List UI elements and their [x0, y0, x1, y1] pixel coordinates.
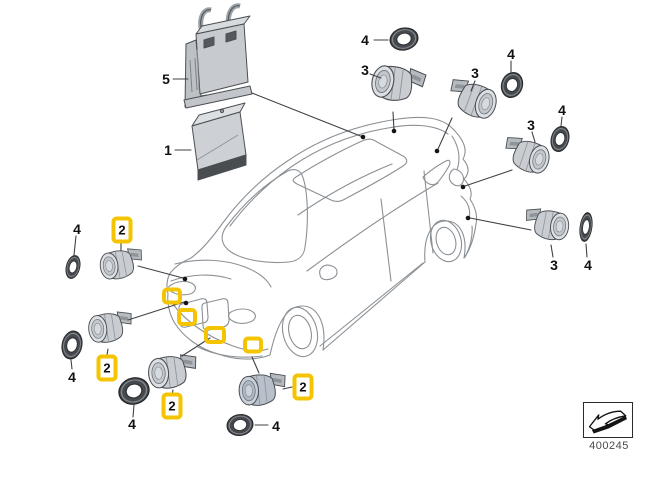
callout-1-control-unit[interactable]: 1	[164, 142, 172, 158]
pdc-sensor-front-center	[147, 353, 198, 390]
pdc-sensor-front-left-lower	[87, 310, 134, 344]
sealing-ring-rear-mid	[547, 123, 573, 155]
pdc-sensor-rear-upper	[444, 76, 501, 122]
marker-dots	[182, 128, 471, 306]
bumper-slot-2[interactable]	[177, 308, 197, 326]
callout-4-ring-rear-upper[interactable]: 4	[507, 46, 515, 62]
bumper-slot-1[interactable]	[162, 287, 182, 305]
callout-5-holder[interactable]: 5	[162, 71, 170, 87]
callout-4-ring-rear-top[interactable]: 4	[361, 32, 369, 48]
callout-3-sensor-rear-top[interactable]: 3	[361, 62, 369, 78]
callout-4-ring-front-left-lower[interactable]: 4	[68, 369, 76, 385]
pdc-sensor-front-left-upper	[98, 246, 145, 281]
bumper-slot-3[interactable]	[204, 326, 226, 344]
direction-arrow-icon	[583, 402, 633, 438]
sealing-ring-rear-upper	[497, 69, 527, 101]
callout-4-ring-rear-mid[interactable]: 4	[558, 102, 566, 118]
callout-3-sensor-rear-mid[interactable]: 3	[527, 117, 535, 133]
pdc-sensor-rear-top	[368, 60, 428, 107]
callout-4-ring-front-left-upper[interactable]: 4	[73, 221, 81, 237]
pdc-sensor-front-right	[238, 372, 287, 407]
callout-4-ring-rear-lower[interactable]: 4	[584, 257, 592, 273]
sealing-ring-front-right	[224, 411, 256, 439]
sealing-ring-rear-lower	[577, 211, 595, 243]
part-5-holder-bracket	[183, 3, 253, 109]
pdc-sensor-rear-mid	[500, 134, 553, 177]
part-1-control-unit	[191, 102, 247, 181]
pdc-sensor-rear-lower	[523, 206, 571, 242]
callout-2-sensor-front-center[interactable]: 2	[161, 392, 183, 420]
sealing-ring-front-left-upper	[63, 253, 83, 281]
callout-3-sensor-rear-upper[interactable]: 3	[471, 65, 479, 81]
sealing-ring-front-left-lower	[58, 328, 86, 362]
sealing-ring-front-center	[114, 373, 154, 409]
callout-2-sensor-front-left-lower[interactable]: 2	[96, 354, 118, 382]
bumper-slot-4[interactable]	[243, 336, 263, 354]
callout-3-sensor-rear-lower[interactable]: 3	[550, 257, 558, 273]
callout-4-ring-front-right[interactable]: 4	[272, 418, 280, 434]
callout-4-ring-front-center[interactable]: 4	[128, 416, 136, 432]
sealing-ring-rear-top	[387, 24, 421, 54]
diagram-number: 400245	[589, 440, 629, 452]
leader-lines	[70, 39, 588, 426]
direction-stamp: 400245	[583, 402, 635, 452]
callout-2-sensor-front-right[interactable]: 2	[292, 373, 314, 401]
callout-2-sensor-front-left-upper[interactable]: 2	[111, 216, 133, 244]
